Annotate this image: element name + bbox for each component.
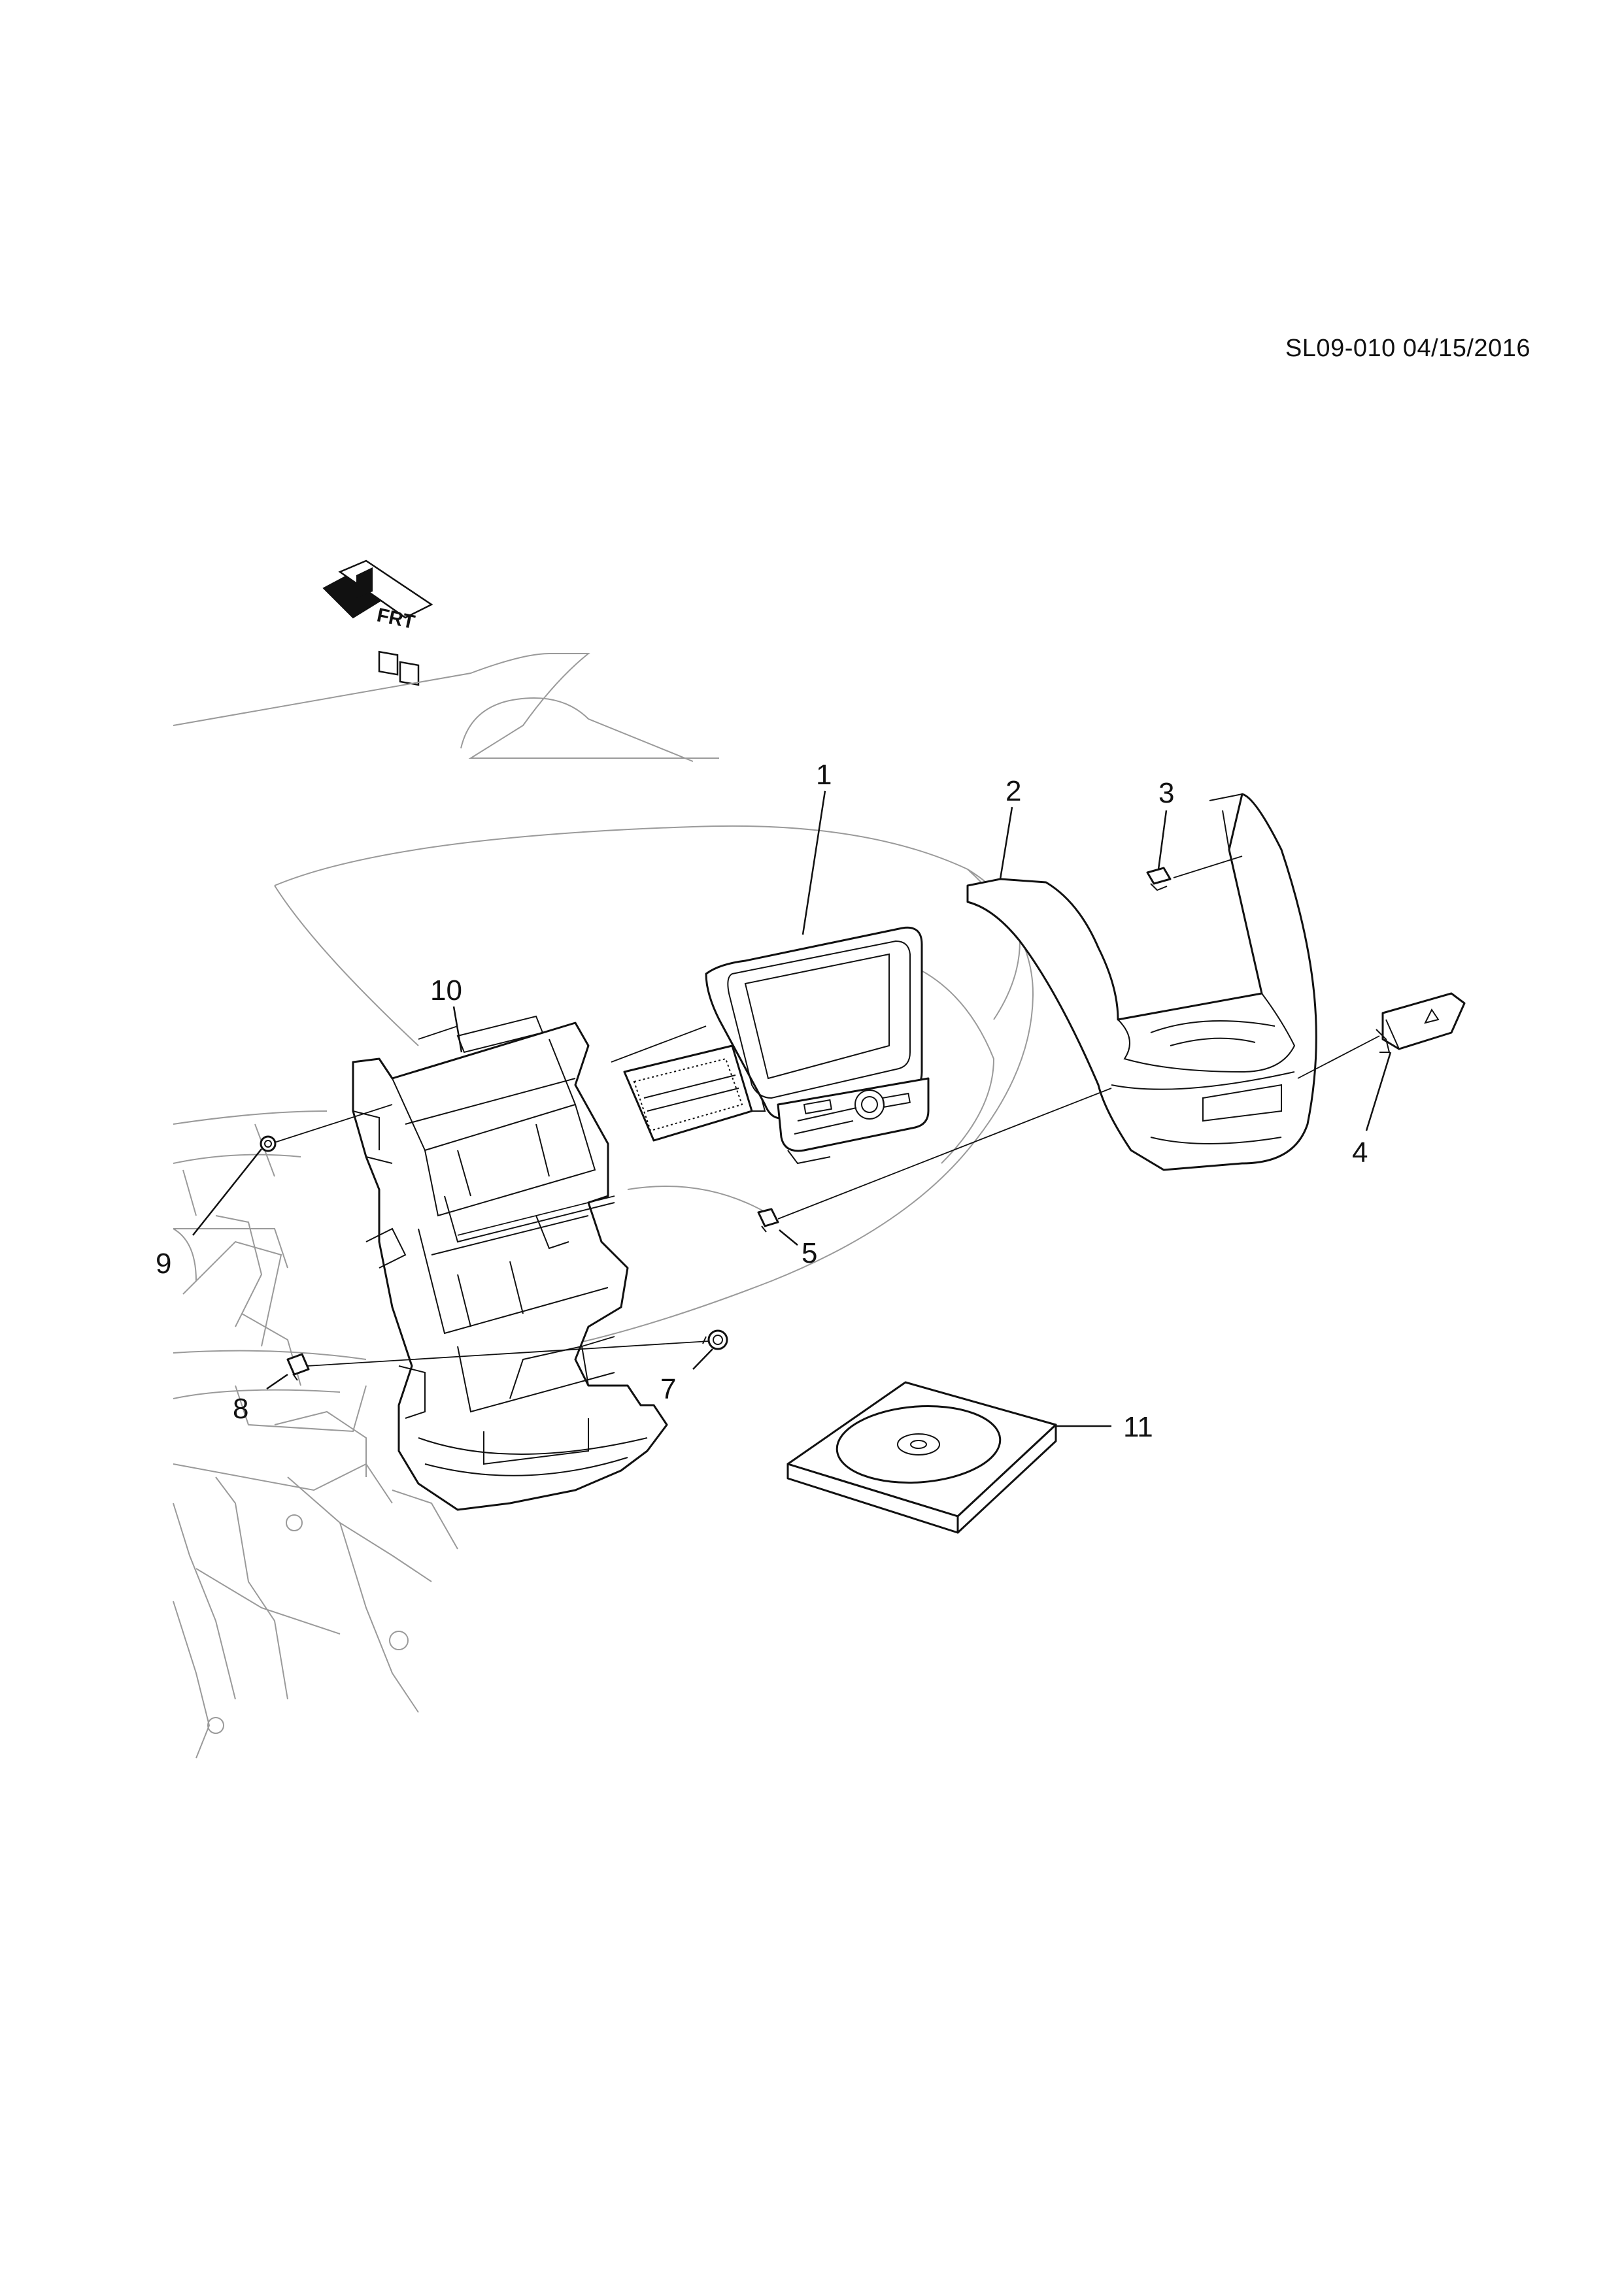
front-direction-arrow-icon: FRT <box>322 559 433 686</box>
callout-10: 10 <box>430 974 462 1007</box>
clip-nut-8 <box>286 1353 310 1381</box>
center-console-trim-bezel <box>966 793 1317 1171</box>
software-disc <box>786 1381 1057 1534</box>
callout-labels: 1 2 3 4 5 7 8 9 10 11 <box>156 759 1368 1443</box>
speaker-module <box>623 1044 766 1142</box>
clip-nut-5 <box>757 1208 779 1233</box>
assembly-reference-lines <box>274 856 1380 1367</box>
callout-8: 8 <box>233 1393 248 1425</box>
callout-3: 3 <box>1158 777 1174 809</box>
callout-11: 11 <box>1123 1411 1153 1443</box>
callout-9: 9 <box>156 1248 171 1280</box>
callout-2: 2 <box>1005 775 1021 807</box>
callout-1: 1 <box>816 759 832 791</box>
bolt-7 <box>702 1329 728 1350</box>
bolt-9 <box>260 1135 277 1152</box>
drawing-id: SL09-010 04/15/2016 <box>1285 335 1530 362</box>
callout-5: 5 <box>802 1237 817 1269</box>
mounting-bracket <box>352 1015 668 1511</box>
callout-4: 4 <box>1352 1137 1368 1169</box>
callout-leaders <box>192 790 1392 1427</box>
instrument-panel-phantom <box>173 653 1034 1759</box>
infotainment-display-unit <box>705 926 930 1165</box>
hazard-warning-switch <box>1376 992 1466 1053</box>
retainer-clip <box>1146 867 1172 891</box>
callout-7: 7 <box>660 1373 676 1405</box>
